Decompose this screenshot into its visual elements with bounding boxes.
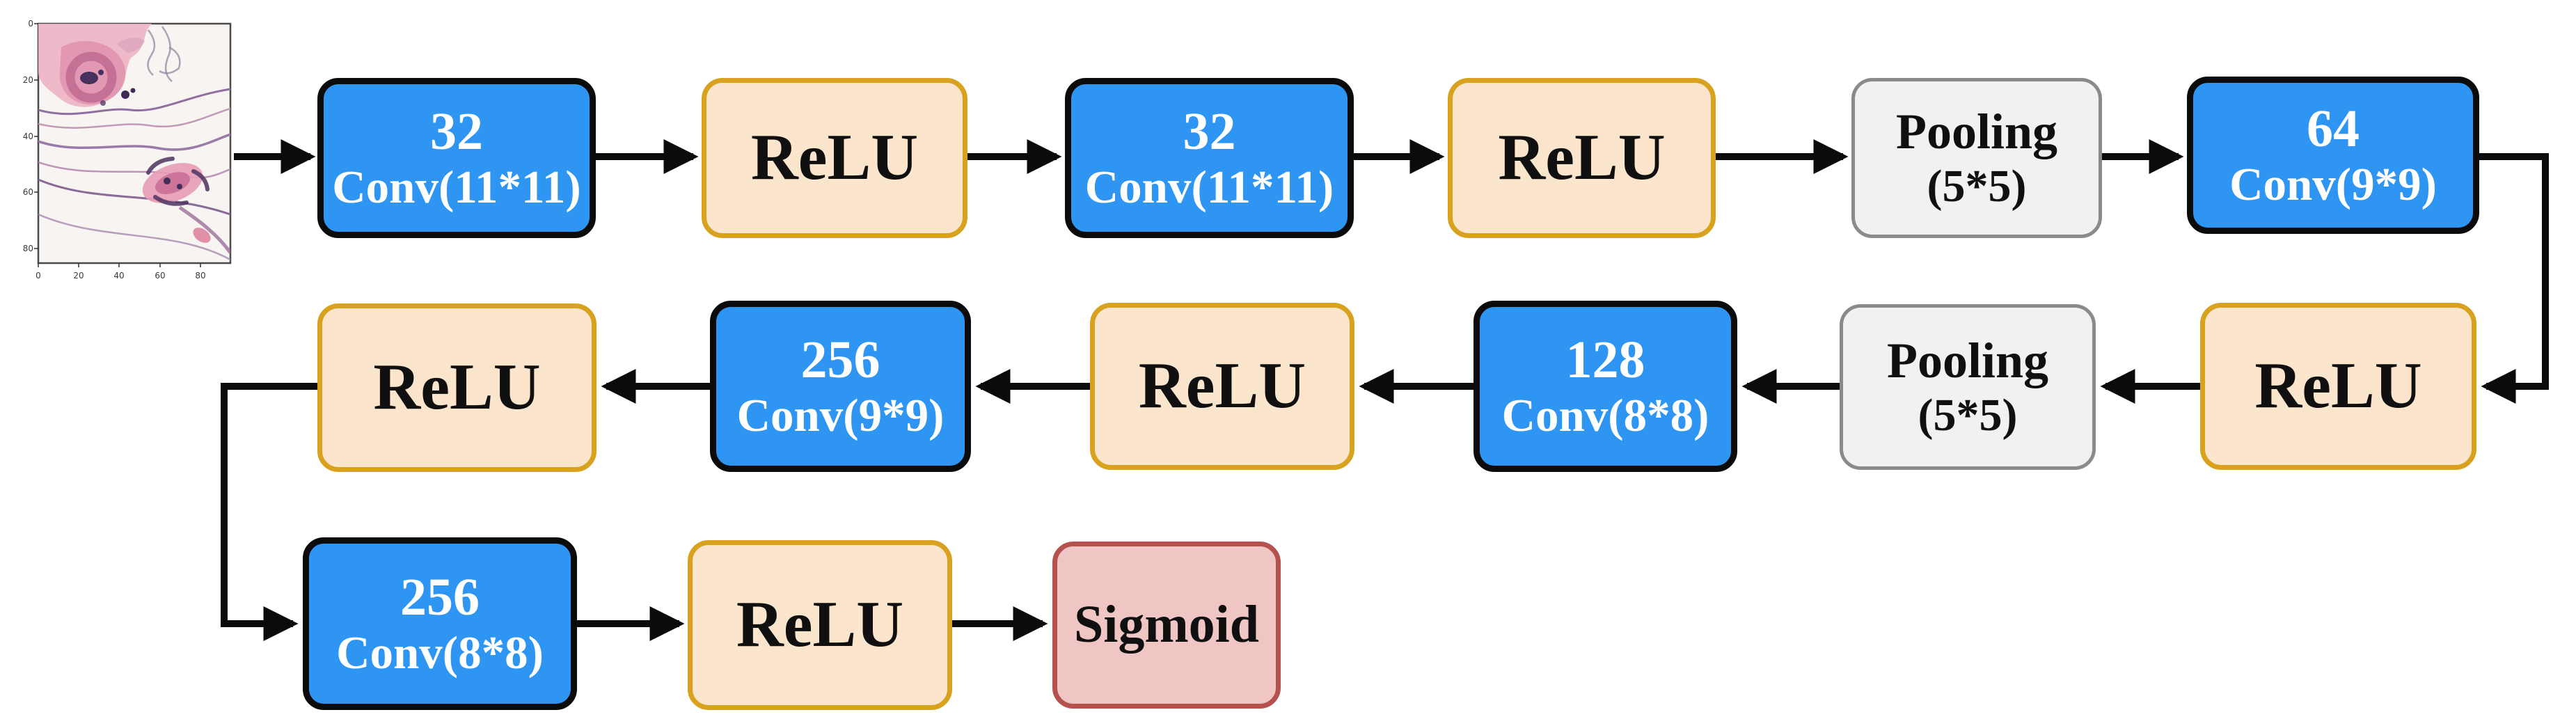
input-image-panel: 0 20 40 60 80 0 20 40 60 80 <box>19 6 249 298</box>
node-label-filters: 256 <box>400 568 480 627</box>
node-label-op: Pooling <box>1886 332 2049 388</box>
node-relu-5: ReLU <box>317 303 596 472</box>
y-axis-tick-label: 60 <box>22 187 33 197</box>
node-conv-32-11x11-a: 32 Conv(11*11) <box>317 78 596 238</box>
histology-image <box>34 22 232 267</box>
node-conv-32-11x11-b: 32 Conv(11*11) <box>1065 78 1354 238</box>
node-label-op: Conv(9*9) <box>736 389 945 441</box>
arrow-conv3-to-relu3-elbow <box>2479 153 2549 404</box>
node-label: ReLU <box>1498 121 1666 194</box>
node-label-op: Conv(11*11) <box>1084 161 1334 213</box>
node-label-filters: 128 <box>1565 331 1645 390</box>
arrow-relu5-to-conv6-elbow <box>221 383 317 641</box>
node-label-size: (5*5) <box>1927 161 2027 212</box>
x-axis-tick-label: 0 <box>35 271 41 281</box>
node-conv-64-9x9: 64 Conv(9*9) <box>2187 77 2479 234</box>
x-axis-tick-label: 80 <box>195 271 206 281</box>
node-relu-2: ReLU <box>1448 78 1716 238</box>
node-relu-3: ReLU <box>2200 303 2476 470</box>
x-axis-tick-label: 60 <box>155 271 166 281</box>
node-label-filters: 32 <box>430 102 483 161</box>
node-pooling-5x5-b: Pooling (5*5) <box>1840 304 2096 470</box>
node-label: ReLU <box>736 588 904 661</box>
node-conv-256-8x8: 256 Conv(8*8) <box>303 537 577 710</box>
node-relu-1: ReLU <box>702 78 967 238</box>
node-label-filters: 32 <box>1183 102 1236 161</box>
y-axis-tick-label: 80 <box>22 244 33 253</box>
node-relu-4: ReLU <box>1090 303 1354 470</box>
x-axis-tick-label: 20 <box>73 271 84 281</box>
node-label-op: Conv(8*8) <box>336 626 544 679</box>
node-label: ReLU <box>750 121 919 194</box>
node-label-op: Conv(8*8) <box>1501 389 1709 441</box>
y-axis-tick-label: 20 <box>22 75 33 85</box>
node-label-filters: 64 <box>2307 100 2360 159</box>
node-label-filters: 256 <box>800 331 880 390</box>
x-axis-tick-label: 40 <box>113 271 125 281</box>
node-label: Sigmoid <box>1073 595 1260 654</box>
node-pooling-5x5-a: Pooling (5*5) <box>1851 78 2102 238</box>
node-label-size: (5*5) <box>1918 390 2018 441</box>
node-label-op: Conv(11*11) <box>332 161 581 213</box>
node-label: ReLU <box>2254 349 2422 423</box>
y-axis-tick-label: 40 <box>22 132 33 141</box>
node-conv-256-9x9: 256 Conv(9*9) <box>710 301 971 472</box>
node-sigmoid: Sigmoid <box>1052 542 1281 709</box>
y-axis-tick-label: 0 <box>28 19 33 29</box>
node-label-op: Conv(9*9) <box>2229 158 2437 210</box>
node-label: ReLU <box>373 351 541 424</box>
node-conv-128-8x8: 128 Conv(8*8) <box>1473 301 1737 472</box>
node-label-op: Pooling <box>1895 103 2058 159</box>
node-label: ReLU <box>1138 349 1306 423</box>
node-relu-6: ReLU <box>688 540 952 710</box>
